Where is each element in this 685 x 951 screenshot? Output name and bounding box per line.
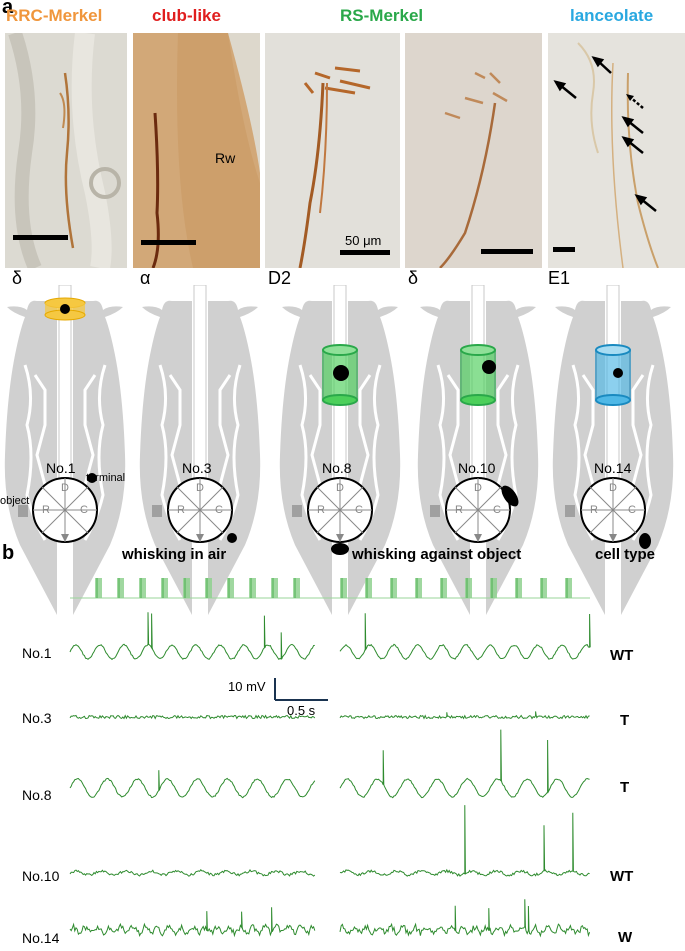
lanceolate-cylinder bbox=[595, 344, 631, 406]
whisk-bar bbox=[440, 578, 447, 598]
trace-row3-object bbox=[339, 729, 590, 799]
row-label-no10: No.10 bbox=[22, 868, 60, 884]
compass-c-1: C bbox=[80, 504, 88, 516]
micrograph-club-like: Rw bbox=[133, 33, 260, 268]
whisk-bar bbox=[271, 578, 278, 598]
compass-d-1: D bbox=[61, 482, 69, 494]
compass-r-3: R bbox=[317, 504, 325, 516]
cell-type-no1: WT bbox=[610, 647, 634, 664]
row-label-no14: No.14 bbox=[22, 930, 60, 946]
ephys-traces bbox=[69, 578, 591, 938]
trace-row1-air bbox=[69, 612, 315, 661]
trace-row2-air bbox=[69, 714, 316, 720]
neuron-label-no1: No.1 bbox=[46, 460, 76, 476]
compass-c-3: C bbox=[355, 504, 363, 516]
whisker-label-2: α bbox=[140, 268, 151, 288]
micrograph-lanceolate bbox=[548, 33, 685, 268]
title-rs-merkel: RS-Merkel bbox=[340, 6, 424, 25]
row-label-no3: No.3 bbox=[22, 710, 52, 726]
whisk-bar bbox=[95, 578, 102, 598]
micrograph-rrc-merkel bbox=[5, 33, 127, 268]
whisk-bar bbox=[227, 578, 234, 598]
title-club-like: club-like bbox=[152, 6, 221, 25]
cell-type-no3: T bbox=[620, 712, 630, 729]
cell-type-no10: WT bbox=[610, 868, 634, 885]
compass-r-2: R bbox=[177, 504, 185, 516]
whisk-bar bbox=[540, 578, 547, 598]
panel-b-letter: b bbox=[2, 542, 15, 564]
label-rw: Rw bbox=[215, 150, 236, 166]
compass-c-2: C bbox=[215, 504, 223, 516]
compass-d-2: D bbox=[196, 482, 204, 494]
compass-no14 bbox=[565, 477, 651, 549]
scalebar-voltage-label: 10 mV bbox=[228, 679, 266, 694]
whisk-bar bbox=[515, 578, 522, 598]
whisk-bar bbox=[205, 578, 212, 598]
trace-row4-air bbox=[69, 868, 316, 877]
compass-no8 bbox=[292, 477, 373, 555]
compass-d-3: D bbox=[336, 482, 344, 494]
follicle-schematics bbox=[3, 285, 675, 617]
micrograph-rs-merkel-1: 50 μm bbox=[265, 33, 400, 268]
whisk-bar bbox=[340, 578, 347, 598]
compass-r-4: R bbox=[455, 504, 463, 516]
title-lanceolate: lanceolate bbox=[570, 6, 654, 25]
rs-merkel-cylinder-1 bbox=[322, 344, 358, 406]
compass-no10 bbox=[430, 477, 519, 543]
rs-merkel-cylinder-2 bbox=[460, 344, 496, 406]
whisk-bar bbox=[249, 578, 256, 598]
whisk-bar bbox=[415, 578, 422, 598]
compass-r-5: R bbox=[590, 504, 598, 516]
whisker-label-4: δ bbox=[408, 268, 419, 288]
trace-row3-air bbox=[69, 770, 316, 799]
trace-row2-object bbox=[339, 711, 590, 720]
whisker-label-5: E1 bbox=[548, 268, 571, 288]
whisker-label-1: δ bbox=[12, 268, 23, 288]
neuron-label-no10: No.10 bbox=[458, 460, 496, 476]
cell-type-no8: T bbox=[620, 779, 630, 796]
compass-c-4: C bbox=[493, 504, 501, 516]
cell-type-no14: W bbox=[618, 929, 633, 946]
whisk-bar bbox=[365, 578, 372, 598]
neuron-label-no3: No.3 bbox=[182, 460, 212, 476]
rrc-merkel-ring bbox=[44, 297, 86, 321]
whisk-bar bbox=[293, 578, 300, 598]
trace-row1-object bbox=[339, 613, 591, 661]
whisk-bar bbox=[139, 578, 146, 598]
trace-row4-object bbox=[339, 805, 590, 877]
scale-50um: 50 μm bbox=[345, 233, 381, 248]
micrograph-rs-merkel-2 bbox=[405, 33, 542, 268]
whisk-bar bbox=[390, 578, 397, 598]
annotation-object: object bbox=[0, 495, 30, 507]
whisk-bar bbox=[183, 578, 190, 598]
neuron-label-no8: No.8 bbox=[322, 460, 352, 476]
header-cell-type: cell type bbox=[595, 546, 656, 563]
header-whisking-air: whisking in air bbox=[122, 546, 227, 563]
compass-no1 bbox=[18, 473, 98, 543]
annotation-terminal: terminal bbox=[86, 472, 126, 484]
whisk-bar bbox=[465, 578, 472, 598]
panel-a-letter: a bbox=[2, 0, 14, 18]
whisk-bar bbox=[490, 578, 497, 598]
neuron-label-no14: No.14 bbox=[594, 460, 632, 476]
whisk-bar bbox=[117, 578, 124, 598]
compass-r-1: R bbox=[42, 504, 50, 516]
trace-row5-air bbox=[69, 907, 316, 938]
row-label-no1: No.1 bbox=[22, 645, 52, 661]
whisker-label-3: D2 bbox=[268, 268, 292, 288]
header-whisking-object: whisking against object bbox=[352, 546, 522, 563]
trace-row5-object bbox=[339, 899, 591, 938]
compass-no3 bbox=[152, 477, 237, 543]
title-rrc-merkel: RRC-Merkel bbox=[6, 6, 103, 25]
compass-d-4: D bbox=[474, 482, 482, 494]
whisk-bar bbox=[565, 578, 572, 598]
row-label-no8: No.8 bbox=[22, 787, 52, 803]
compass-d-5: D bbox=[609, 482, 617, 494]
scalebar-time-label: 0.5 s bbox=[287, 703, 316, 718]
compass-c-5: C bbox=[628, 504, 636, 516]
whisk-bar bbox=[161, 578, 168, 598]
